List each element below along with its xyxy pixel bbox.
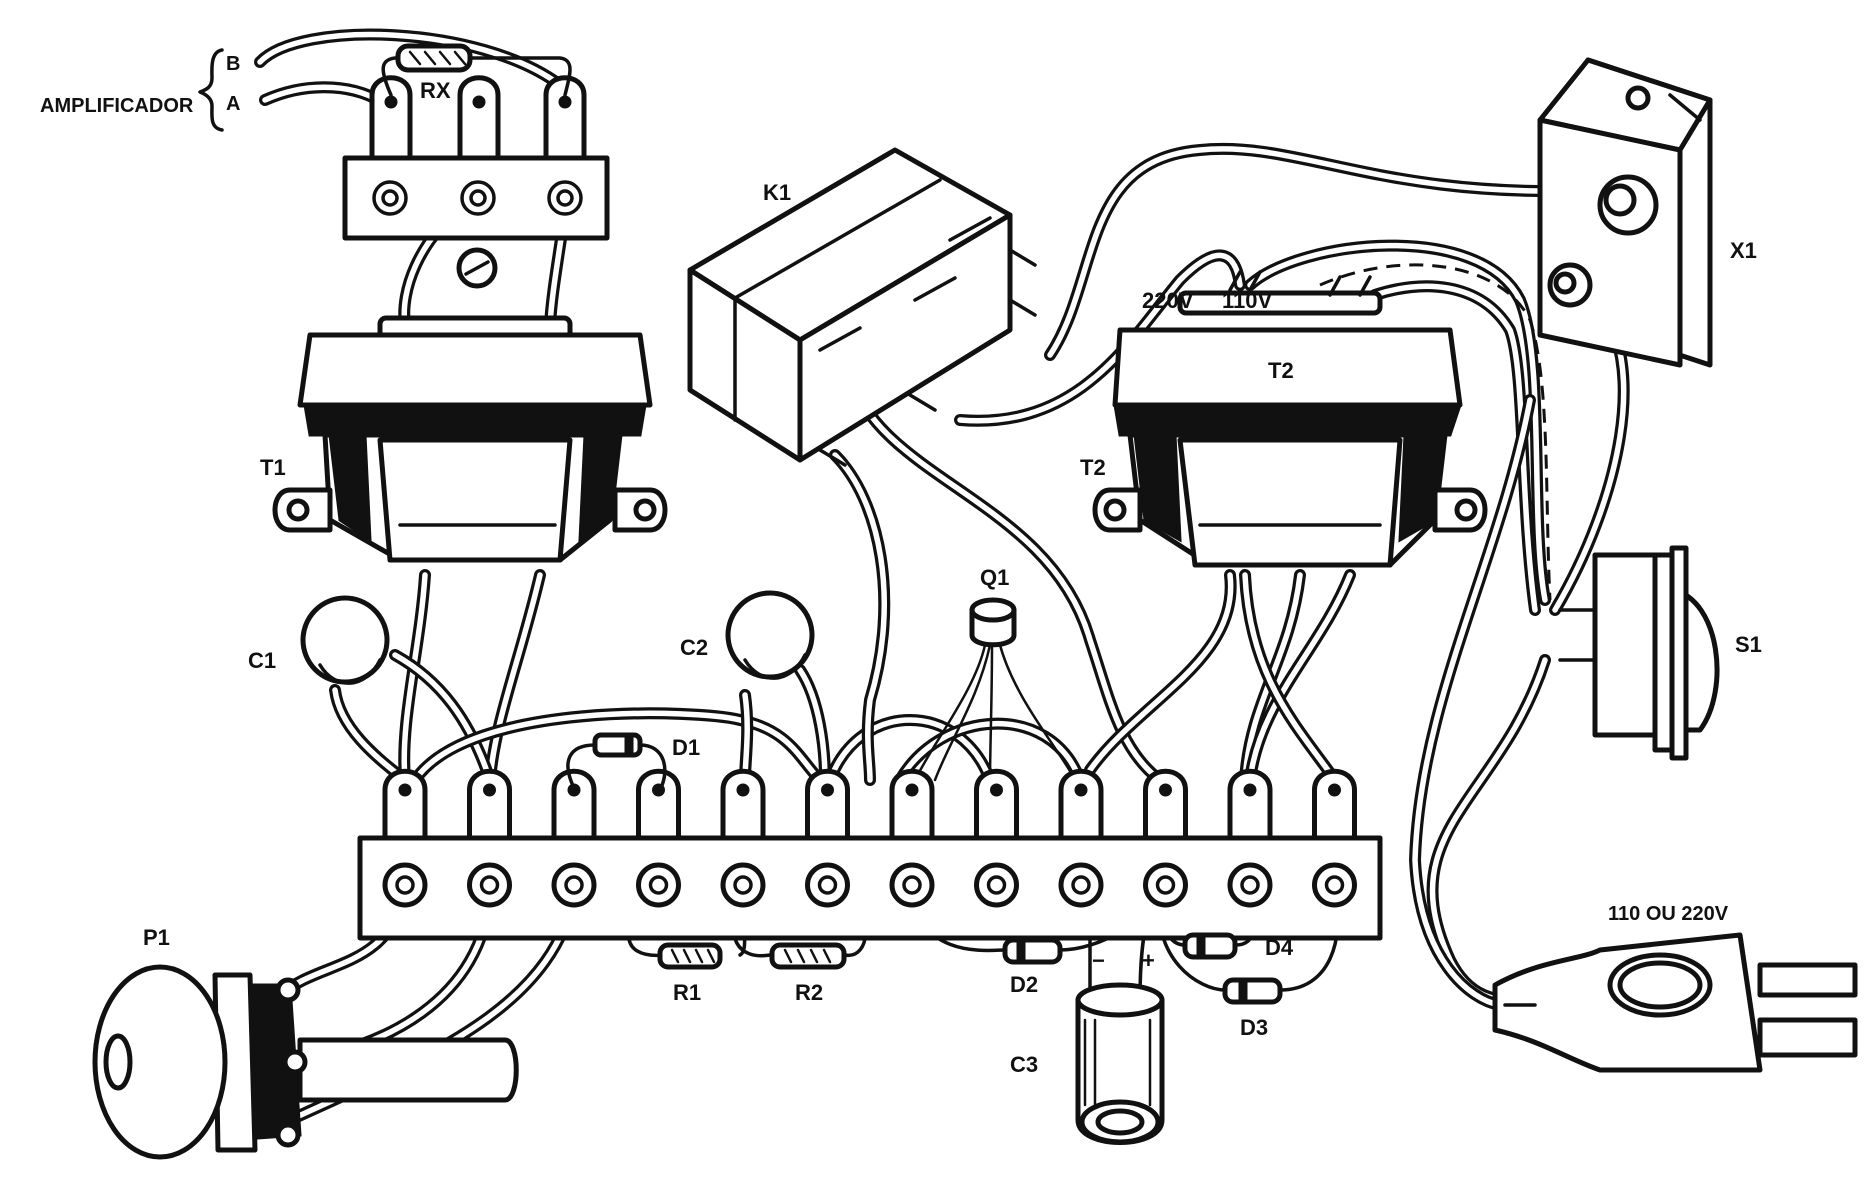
board-lug-hole [990,783,1003,797]
capacitor-c2: C2 [680,590,815,680]
d3-label: D3 [1240,1015,1268,1040]
board-screw-center [986,875,1007,895]
board-screw-center [733,875,753,895]
potentiometer-p1: P1 [92,925,519,1160]
board-lug-hole [821,783,834,797]
board-lug-hole [1159,783,1172,797]
s1-label: S1 [1735,632,1762,657]
q1-label: Q1 [980,565,1009,590]
board-lug-9 [1058,768,1104,848]
board-lug-10 [1143,768,1188,848]
board-lug-7 [889,768,935,848]
board-lug-1 [382,768,428,848]
board-screw-center [817,875,838,895]
board-lug-12 [1312,768,1357,848]
board-screw-center [902,875,922,895]
board-lug-hole [736,783,750,797]
transistor-q1: Q1 [969,565,1017,648]
mains-plug: 110 OU 220V [1492,903,1858,1073]
capacitor-c1: C1 [248,595,390,685]
rx-label: RX [420,78,451,103]
amp-a-label: A [226,93,240,115]
board-lug-5 [720,768,766,848]
c2-label: C2 [680,635,708,660]
d1-label: D1 [672,735,700,760]
diode-d1: D1 [566,732,700,792]
c3-plus-label: + [1142,948,1155,973]
capacitor-c3: − + C3 [1010,948,1165,1145]
board-screw-7 [889,862,935,908]
board-screw-center [648,875,669,895]
board-lug-4 [636,768,681,848]
diode-d4: D4 [1182,932,1294,960]
wires [254,28,1630,1126]
v220-label: 220V [1142,288,1194,313]
r2-label: R2 [795,980,823,1005]
mains-label: 110 OU 220V [1608,903,1729,925]
resistor-r2: R2 [769,942,847,1005]
board-lug-6 [805,768,850,848]
rx-resistor-assembly: RX [342,43,610,289]
board-screw-center [395,875,415,895]
board-screw-11 [1227,862,1273,908]
d4-label: D4 [1265,935,1294,960]
x1-label: X1 [1730,238,1757,263]
board-lug-hole [1243,783,1257,797]
relay-k1: K1 [687,147,1037,467]
board-screw-9 [1058,862,1104,908]
main-terminal-board [357,768,1383,941]
board-screw-center [479,875,500,895]
board-screw-5 [720,862,766,908]
board-screw-3 [551,862,597,908]
board-lug-hole [1074,783,1088,797]
resistor-r1: R1 [657,942,723,1005]
t2-label-top: T2 [1268,358,1294,383]
board-screw-center [1324,875,1345,895]
p1-label: P1 [143,925,170,950]
c3-label: C3 [1010,1052,1038,1077]
board-screw-center [1155,875,1176,895]
board-screw-center [1071,875,1091,895]
diode-d3: D3 [1222,977,1283,1040]
socket-x1: X1 [1537,57,1757,368]
board-screw-center [564,875,584,895]
rx-resistor [395,43,473,73]
amplificador-label: AMPLIFICADOR [40,95,194,117]
board-lug-2 [467,768,512,848]
board-lug-hole [905,783,919,797]
r1-label: R1 [673,980,701,1005]
v110-label: 110V [1222,288,1272,313]
t2-label-side: T2 [1080,455,1106,480]
c1-label: C1 [248,648,276,673]
transformer-t2: T2 T2 220V 110V [1080,270,1488,568]
k1-label: K1 [763,180,791,205]
board-screw-10 [1143,862,1188,908]
board-lug-11 [1227,768,1273,848]
board-lug-hole [398,783,412,797]
board-screw-2 [467,862,512,908]
amplifier-input: AMPLIFICADOR B A [40,48,240,132]
diode-d2: D2 [1002,937,1063,997]
amp-brace [198,48,224,132]
board-screw-8 [974,862,1019,908]
d2-label: D2 [1010,972,1038,997]
transformer-t1: T1 [260,315,668,563]
board-screw-12 [1312,862,1357,908]
board-lug-8 [974,768,1019,848]
board-lug-hole [483,783,496,797]
board-screw-6 [805,862,850,908]
t1-label: T1 [260,455,286,480]
board-screw-center [1240,875,1260,895]
switch-s1: S1 [1558,545,1762,761]
amp-b-label: B [226,53,240,75]
board-lug-hole [1328,783,1341,797]
board-lug-3 [551,768,597,848]
c3-minus-label: − [1092,948,1105,973]
board-screw-1 [382,862,428,908]
board-screw-4 [636,862,681,908]
